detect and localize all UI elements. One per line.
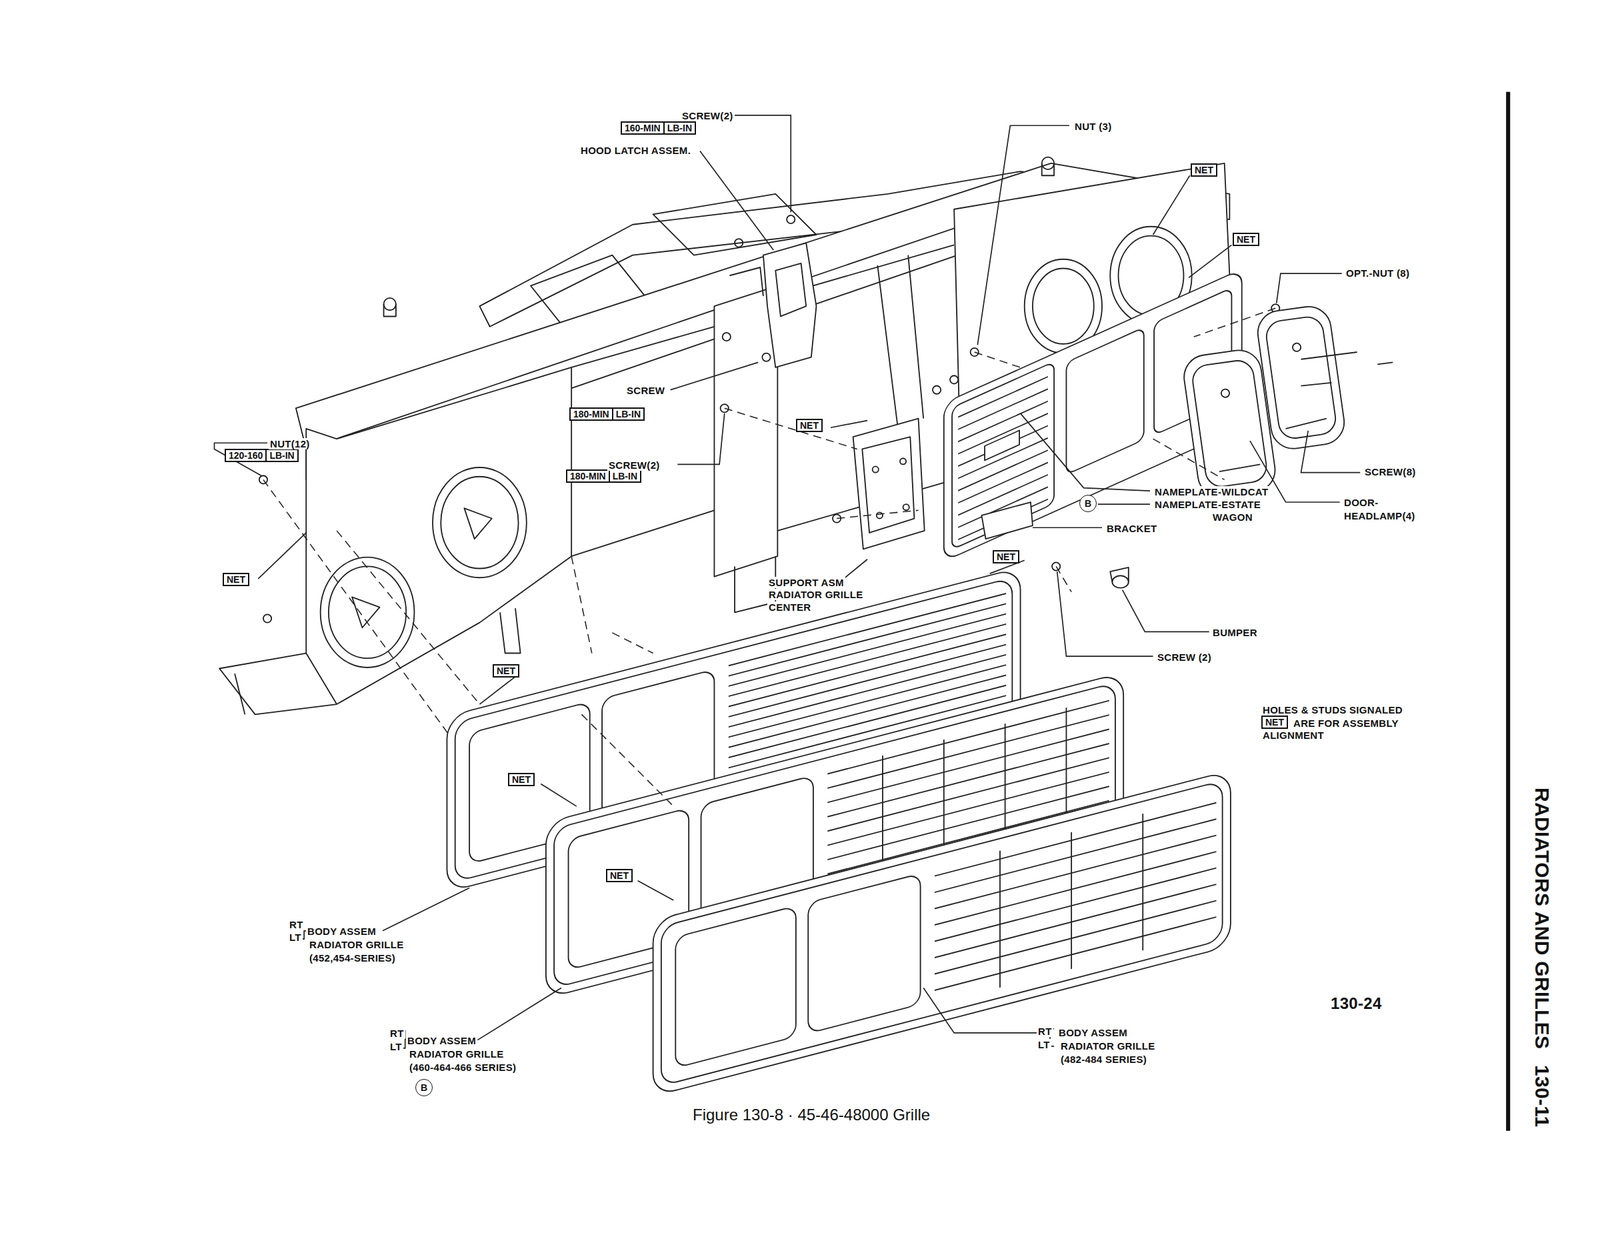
part-label: SCREW (2) [1156, 651, 1213, 663]
part-label: BODY ASSEM [306, 925, 378, 937]
part-label: RADIATOR GRILLE [767, 588, 864, 600]
node-text: LB-IN [265, 450, 297, 461]
part-label: (460-464-466 SERIES) [408, 1061, 518, 1073]
net-alignment-tag: NET [492, 664, 520, 678]
node-text: NET [994, 551, 1018, 562]
figure-caption: Figure 130-8 · 45-46-48000 Grille [692, 1105, 930, 1124]
torque-spec-box: 160-MINLB-IN [620, 121, 696, 135]
part-label: LT [1036, 1038, 1052, 1050]
part-label: HOLES & STUDS SIGNALED [1261, 704, 1404, 716]
reference-circle: B [415, 1078, 433, 1096]
part-label: BODY ASSEM [1057, 1026, 1129, 1038]
part-label: DOOR- [1342, 496, 1380, 508]
part-label: ALIGNMENT [1261, 729, 1326, 741]
node-text: NET [1262, 716, 1287, 728]
net-alignment-tag: NET [796, 418, 823, 432]
node-text: B [420, 1079, 428, 1096]
node-text: NET [224, 574, 248, 585]
section-heading: RADIATORS AND GRILLES [1530, 786, 1554, 1050]
part-label: ARE FOR ASSEMBLY [1292, 717, 1400, 729]
part-label: RT [388, 1027, 406, 1039]
part-label: SCREW(8) [1363, 466, 1418, 478]
part-label: (482-484 SERIES) [1059, 1053, 1148, 1065]
node-text: 180-MIN [567, 470, 609, 482]
part-label: CENTER [767, 601, 812, 613]
net-alignment-tag: NET [508, 772, 535, 786]
part-label: BRACKET [1105, 522, 1158, 534]
net-alignment-tag: NET [1261, 715, 1288, 729]
node-text: NET [607, 870, 632, 881]
part-label: RADIATOR GRILLE [308, 938, 405, 950]
part-label: NUT (3) [1073, 120, 1113, 132]
node-text: NET [797, 420, 822, 431]
net-alignment-tag: NET [222, 572, 250, 586]
section-heading: 130-11 [1530, 1063, 1554, 1129]
part-label: NAMEPLATE-ESTATE [1153, 498, 1262, 510]
node-text: LB-IN [663, 122, 695, 134]
node-text: NET [1192, 164, 1216, 176]
torque-spec-box: 180-MINLB-IN [569, 407, 645, 421]
part-label: LT [288, 931, 303, 943]
part-label: RADIATOR GRILLE [1059, 1040, 1156, 1052]
part-label: RT [288, 918, 305, 930]
net-alignment-tag: NET [606, 868, 633, 882]
part-label: RT [1036, 1025, 1054, 1037]
part-label: (452,454-SERIES) [308, 952, 397, 964]
part-label: LT [388, 1040, 404, 1052]
node-text: 180-MIN [570, 408, 612, 420]
part-label: HEADLAMP(4) [1342, 510, 1417, 522]
torque-spec-box: 180-MINLB-IN [566, 469, 642, 483]
net-alignment-tag: NET [1190, 163, 1218, 177]
part-label: SCREW [625, 384, 666, 396]
node-text: LB-IN [612, 408, 644, 420]
node-text: 120-160 [226, 450, 266, 461]
part-label: HOOD LATCH ASSEM. [579, 144, 692, 156]
node-text: 160-MIN [622, 122, 664, 134]
part-label: OPT.-NUT (8) [1344, 267, 1411, 279]
part-label: NUT(12) [268, 438, 312, 450]
reference-circle: B [1079, 494, 1097, 512]
net-alignment-tag: NET [992, 550, 1020, 564]
figure-number: 130-24 [1329, 994, 1384, 1012]
part-label: RADIATOR GRILLE [408, 1048, 505, 1060]
part-label: WAGON [1211, 511, 1254, 523]
node-text: NET [509, 774, 534, 785]
torque-spec-box: 120-160LB-IN [224, 448, 299, 462]
part-label: NAMEPLATE-WILDCAT [1153, 486, 1270, 498]
part-label: SCREW(2) [680, 110, 735, 122]
node-text: NET [1234, 234, 1258, 245]
node-text: B [1084, 495, 1092, 512]
part-label: SUPPORT ASM [767, 576, 846, 588]
node-text: NET [494, 665, 518, 676]
part-label: BUMPER [1211, 626, 1259, 638]
net-alignment-tag: NET [1232, 232, 1260, 246]
part-label: BODY ASSEM [406, 1034, 478, 1046]
part-label: SCREW(2) [607, 459, 662, 471]
node-text: LB-IN [608, 470, 640, 482]
